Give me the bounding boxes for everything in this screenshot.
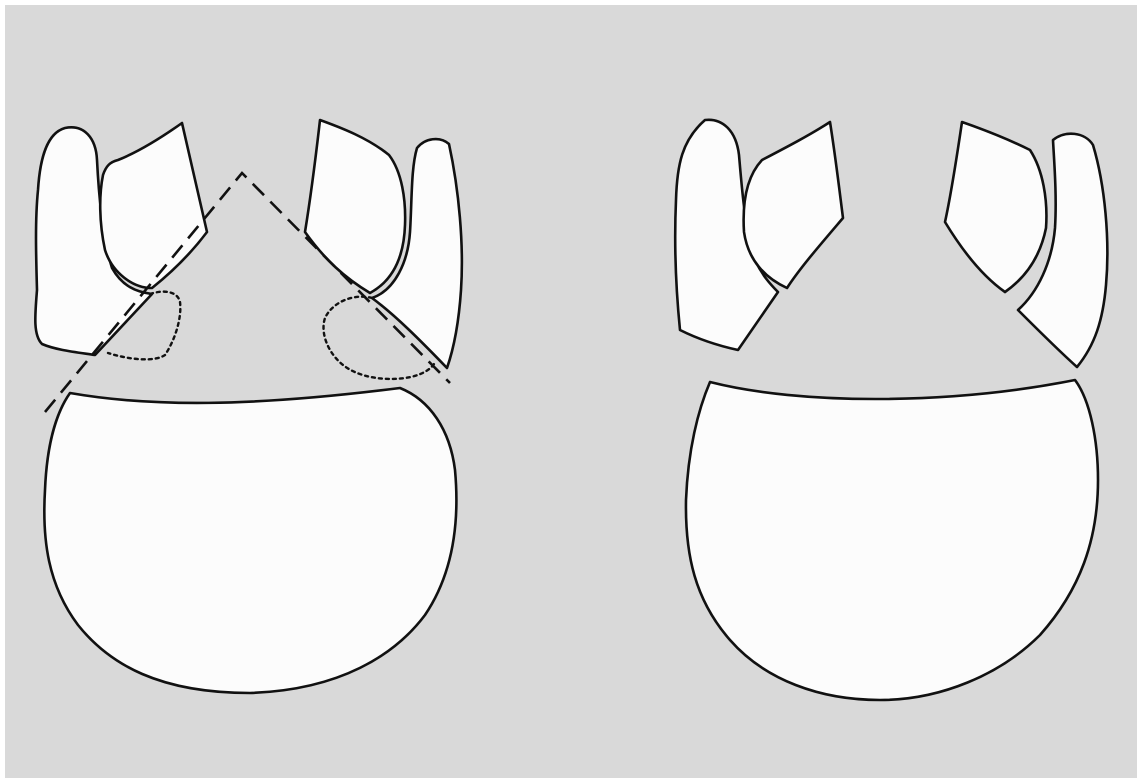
- left-base-body: [44, 388, 456, 693]
